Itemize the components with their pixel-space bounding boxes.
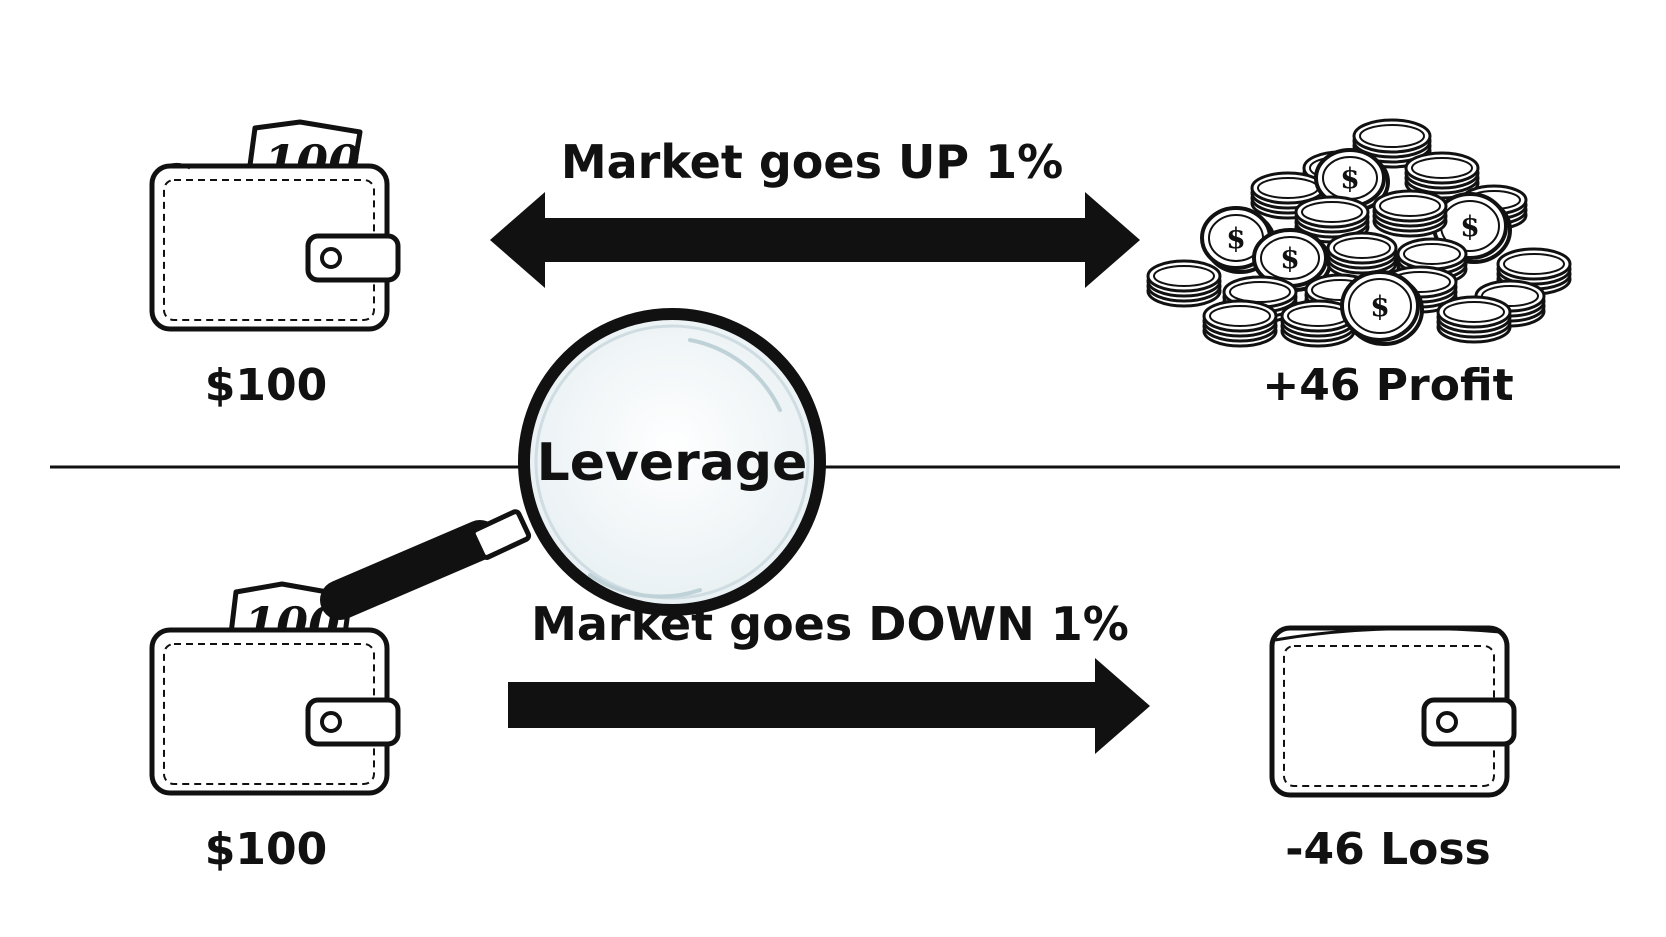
coin-icon (1436, 295, 1512, 344)
leverage-label: Leverage (537, 433, 808, 493)
coin-dollar-sign: $ (1370, 290, 1389, 323)
coin-icon: $ (1432, 192, 1512, 264)
coin-icon (1146, 259, 1222, 308)
double-arrow-icon (490, 192, 1140, 288)
coin-icon (1280, 299, 1356, 348)
coin-dollar-sign: $ (1280, 242, 1299, 275)
coin-icon (1404, 151, 1480, 200)
coin-icon: $ (1340, 270, 1424, 346)
right-arrow-icon (508, 658, 1150, 754)
coin-dollar-sign: $ (1460, 210, 1479, 243)
empty-wallet-icon (1269, 625, 1517, 798)
coin-dollar-sign: $ (1340, 162, 1359, 195)
start-amount: $100 (205, 824, 327, 875)
coin-icon: $ (1252, 228, 1332, 292)
wallet-icon: 100 (149, 119, 401, 332)
start-amount: $100 (205, 360, 327, 411)
coin-icon (1294, 195, 1370, 244)
wallet-icon: 100 (149, 581, 401, 796)
magnifier-icon: Leverage (320, 308, 826, 620)
market-up-label: Market goes UP 1% (561, 135, 1063, 189)
profit-result: +46 Profit (1262, 360, 1513, 411)
coin-icon (1202, 299, 1278, 348)
loss-result: -46 Loss (1285, 824, 1490, 875)
coin-pile-icon: $ $ $ $ $ (1146, 118, 1572, 348)
coin-dollar-sign: $ (1226, 222, 1245, 255)
coin-icon (1372, 189, 1448, 238)
